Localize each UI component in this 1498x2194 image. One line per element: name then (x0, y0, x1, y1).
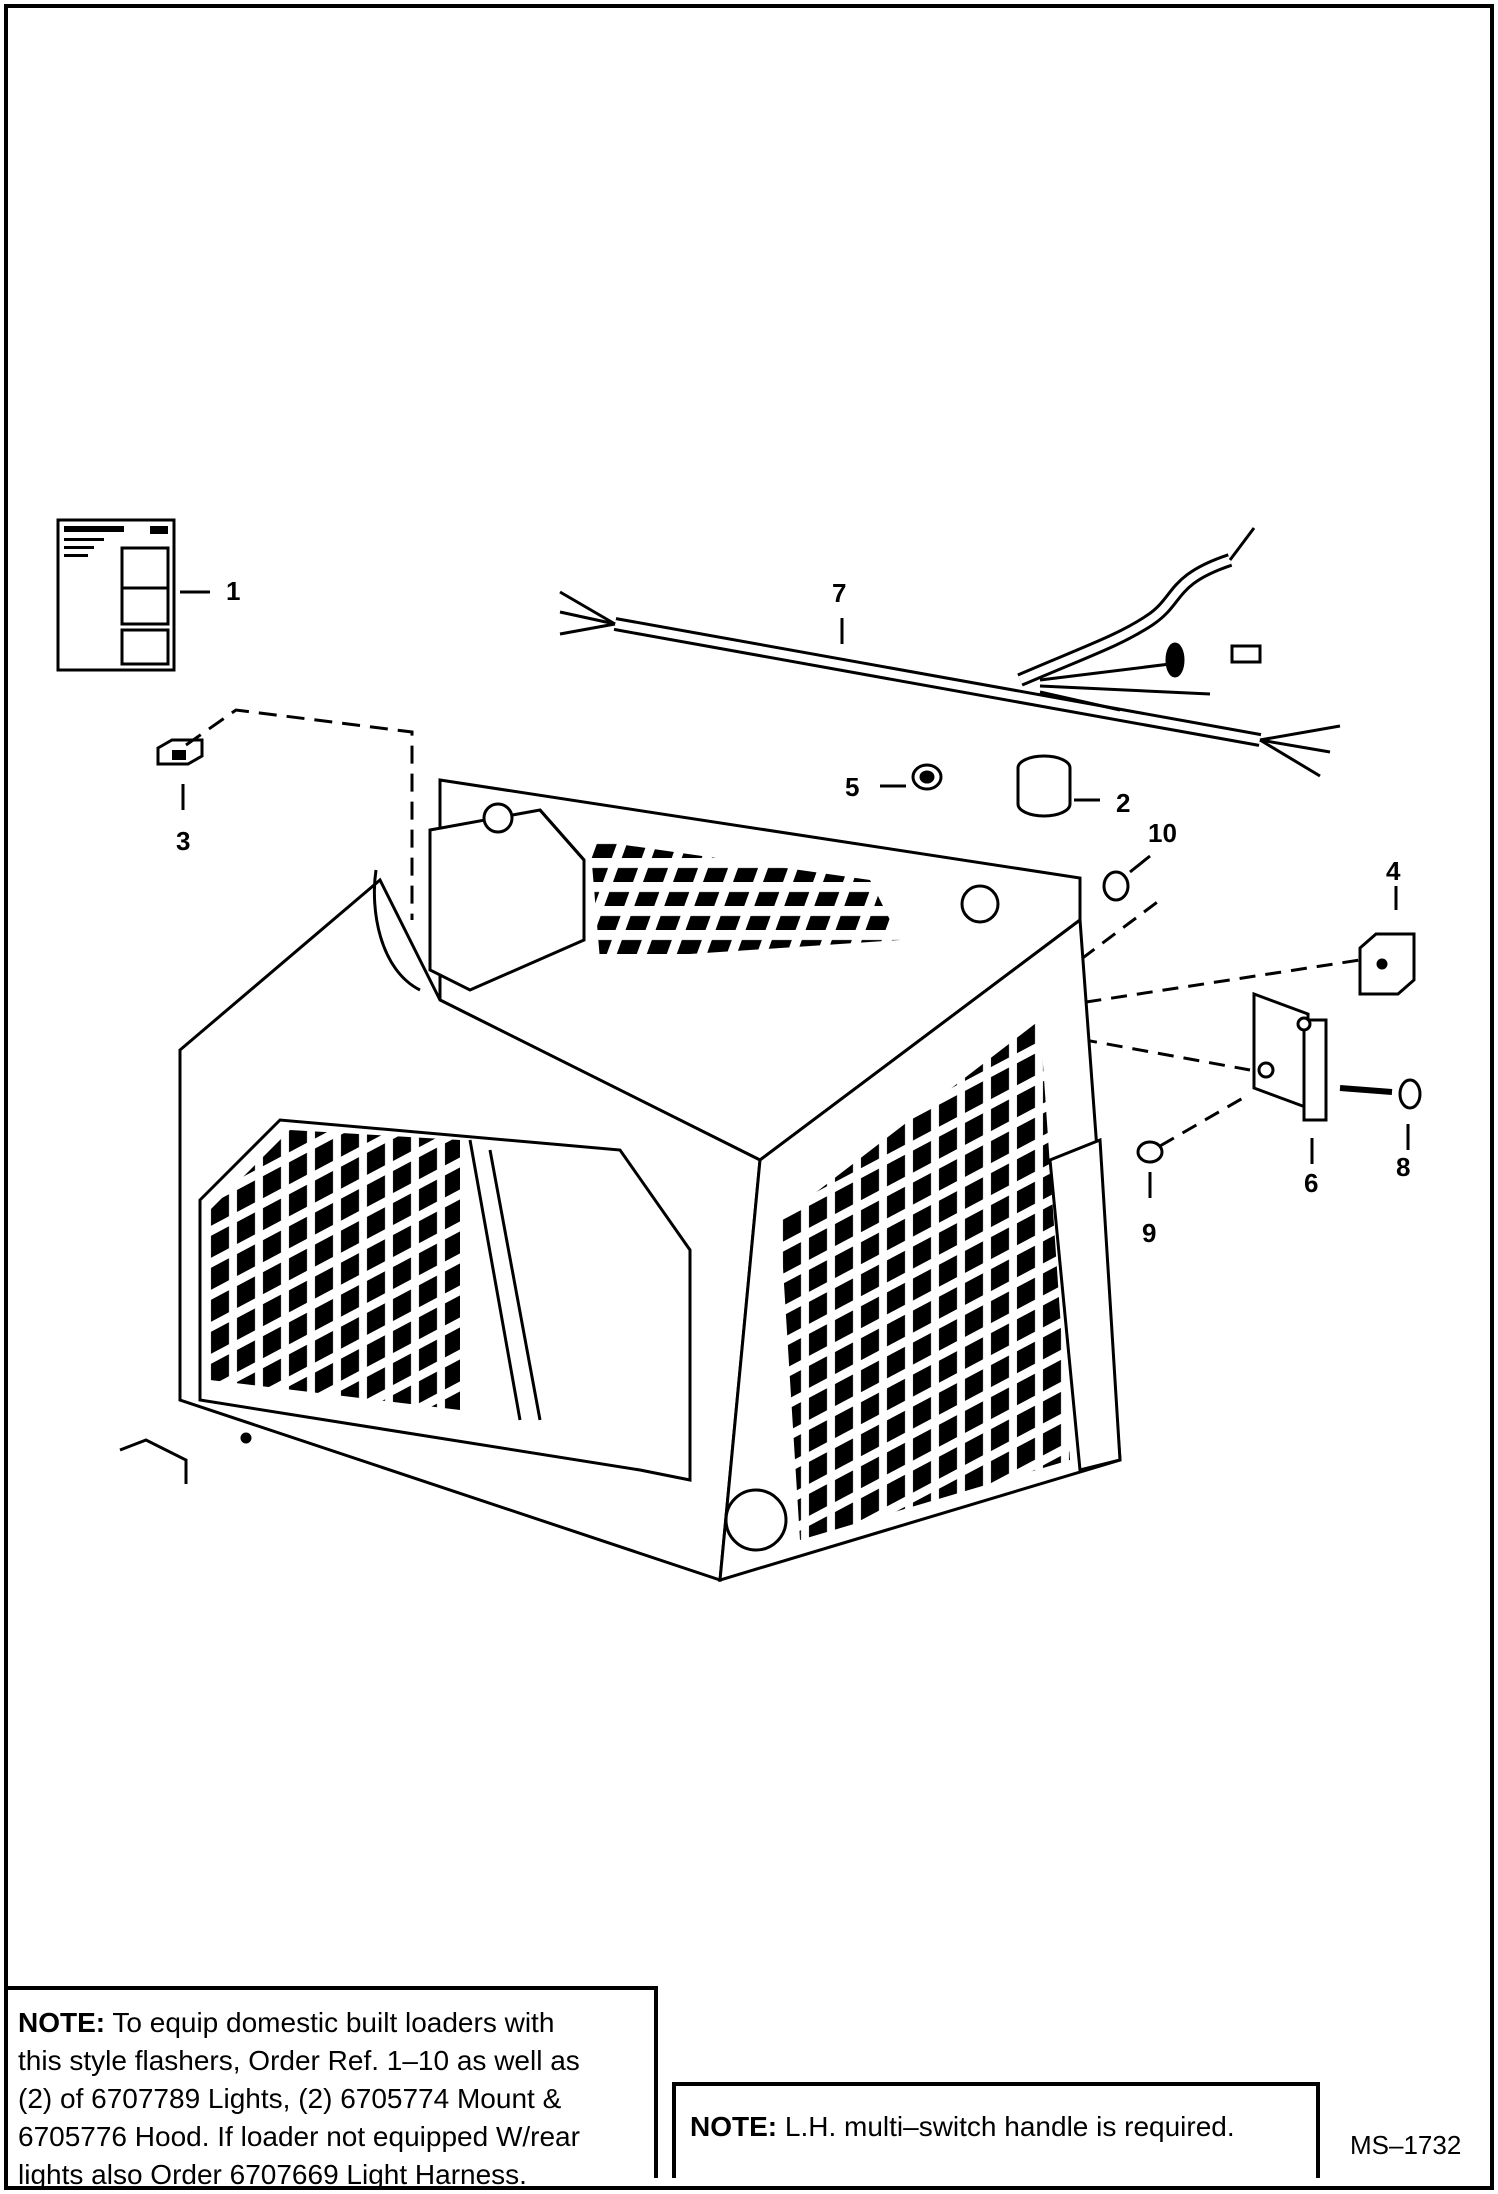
note-label: NOTE: (690, 2111, 778, 2142)
light-mount-parts (1029, 886, 1422, 1198)
drawing-code: MS–1732 (1350, 2130, 1462, 2160)
multi-switch-note: NOTE: L.H. multi–switch handle is requir… (672, 2082, 1320, 2178)
callout-8: 8 (1396, 1152, 1410, 1182)
callout-1: 1 (226, 576, 240, 606)
note-line: this style flashers, Order Ref. 1–10 as … (18, 2045, 580, 2076)
domestic-loader-note: NOTE: To equip domestic built loaders wi… (8, 1986, 658, 2190)
callout-5: 5 (845, 772, 859, 802)
page-frame (4, 4, 1494, 2190)
callout-10: 10 (1148, 818, 1177, 848)
loader-cab (119, 778, 1122, 1583)
note-line: (2) of 6707789 Lights, (2) 6705774 Mount… (18, 2083, 562, 2114)
wiring-harness-part (559, 527, 1341, 778)
decal-sheet-part (56, 518, 210, 672)
callout-9: 9 (1142, 1218, 1156, 1248)
callout-4: 4 (1386, 856, 1401, 886)
callout-2: 2 (1116, 788, 1130, 818)
callout-7: 7 (832, 578, 846, 608)
callout-6: 6 (1304, 1168, 1318, 1198)
note-line: 6705776 Hood. If loader not equipped W/r… (18, 2121, 580, 2152)
note-label: NOTE: (18, 2007, 106, 2038)
switch-part (156, 708, 414, 920)
callout-3: 3 (176, 826, 190, 856)
small-parts (880, 754, 1151, 902)
note-line: To equip domestic built loaders with (112, 2007, 555, 2038)
note-text: L.H. multi–switch handle is required. (784, 2111, 1235, 2142)
note-line: lights also Order 6707669 Light Harness. (18, 2159, 527, 2190)
callout-labels: 1 2 3 4 5 6 7 8 9 10 (176, 576, 1410, 1248)
